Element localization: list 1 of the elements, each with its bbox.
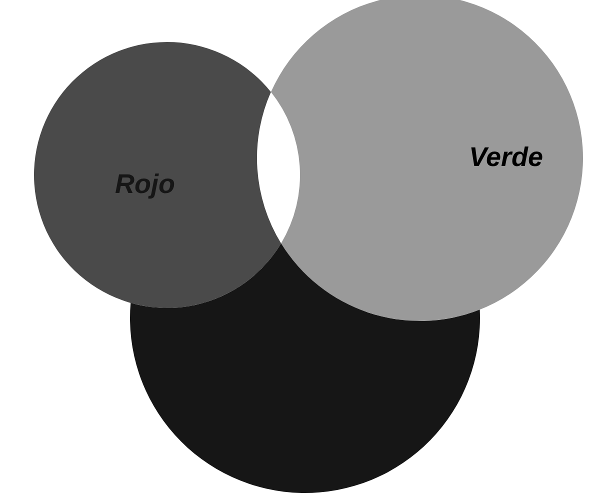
circle-label: Verde — [468, 143, 544, 173]
